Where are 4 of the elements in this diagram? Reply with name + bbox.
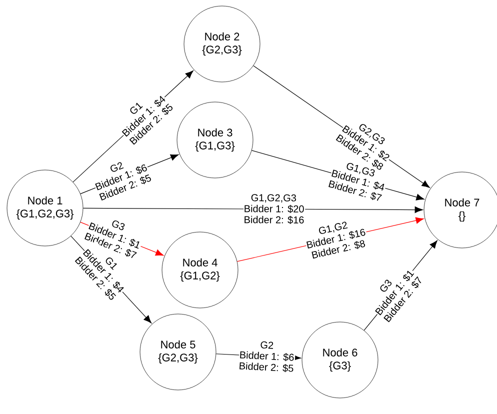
edge-label: G2 Bidder 1: $6 Bidder 2: $5	[238, 340, 296, 373]
edge-label: G1,G2 Bidder 1: $16 Bidder 2: $8	[302, 217, 370, 260]
edge-label: G1,G2,G3 Bidder 1: $20 Bidder 2: $16	[243, 194, 306, 224]
edge-label: G2 Bidder 1: $6 Bidder 2: $5	[90, 152, 154, 202]
